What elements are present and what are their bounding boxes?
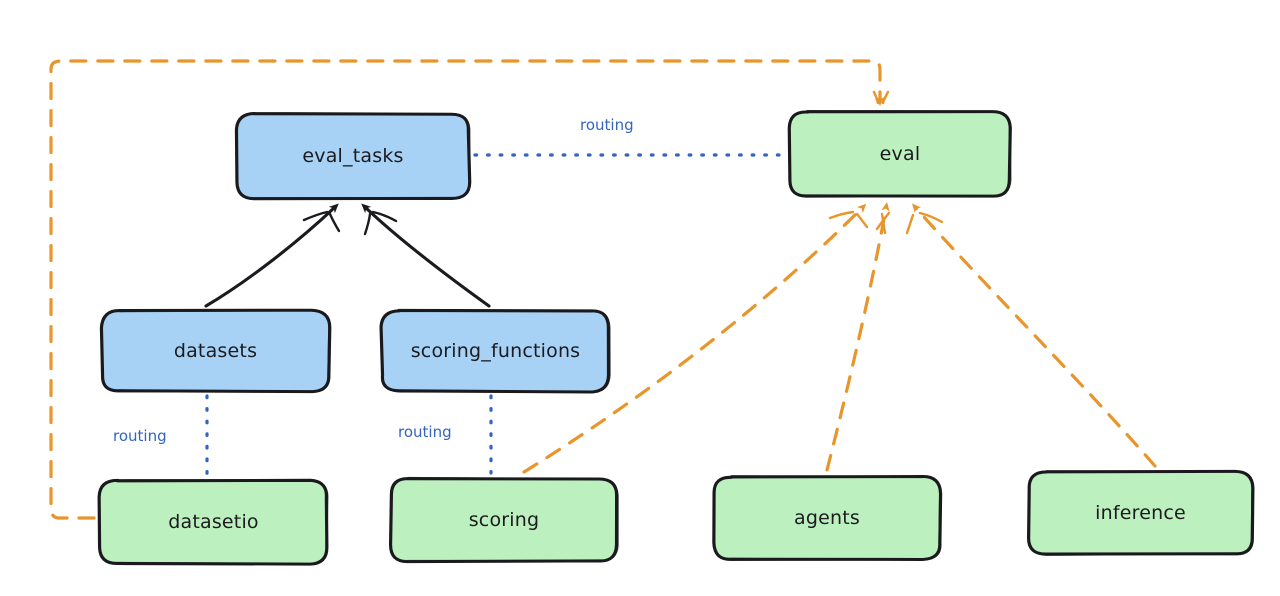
- node-inference[interactable]: inference: [1025, 468, 1256, 558]
- node-shape: [787, 109, 1012, 198]
- edge-datasetio-to-eval-dependency: [49, 59, 890, 520]
- node-eval[interactable]: eval: [786, 108, 1014, 200]
- node-shape: [712, 475, 943, 562]
- node-shape: [97, 478, 329, 566]
- edge-scoring-to-eval-dependency: [522, 203, 869, 474]
- node-shape: [1027, 469, 1255, 556]
- edge-label-routing-scoring: routing: [398, 423, 452, 441]
- node-agents[interactable]: agents: [710, 473, 944, 563]
- node-datasetio[interactable]: datasetio: [96, 477, 331, 567]
- node-scoring-functions[interactable]: scoring_functions: [378, 307, 613, 395]
- edge-scoring-functions-to-eval-tasks: [361, 203, 491, 308]
- node-shape: [99, 308, 332, 394]
- node-scoring[interactable]: scoring: [387, 475, 621, 565]
- edge-agents-to-eval-dependency: [825, 202, 891, 472]
- node-shape: [379, 308, 611, 394]
- edge-label-routing-eval: routing: [580, 116, 634, 134]
- edge-label-routing-datasetio: routing: [113, 427, 167, 445]
- edge-datasets-to-eval-tasks: [204, 203, 341, 308]
- node-shape: [234, 111, 472, 201]
- node-datasets[interactable]: datasets: [98, 307, 333, 395]
- edge-inference-to-eval-dependency: [905, 203, 1157, 468]
- node-shape: [388, 476, 619, 564]
- node-eval-tasks[interactable]: eval_tasks: [233, 110, 473, 202]
